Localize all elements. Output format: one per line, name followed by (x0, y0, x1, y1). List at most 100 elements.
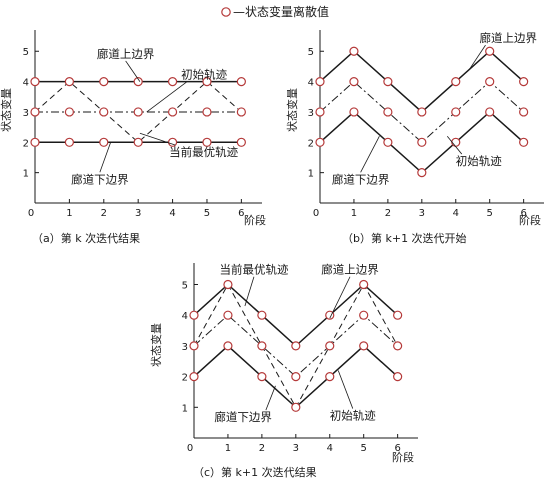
state-marker (485, 107, 495, 117)
series-line-initial (193, 314, 398, 378)
annotation-label: 廊道上边界 (97, 47, 155, 61)
x-axis-title: 阶段 (392, 450, 414, 464)
annotation-leader (146, 81, 188, 113)
state-marker (349, 46, 359, 56)
state-marker (236, 76, 246, 87)
y-tick-label: 1 (308, 169, 314, 180)
state-marker (417, 168, 427, 178)
y-axis-title: 状态变量 (285, 88, 299, 132)
state-marker (383, 76, 393, 87)
state-marker (64, 76, 74, 87)
state-marker (257, 310, 267, 320)
annotation-label: 廊道上边界 (480, 31, 538, 45)
x-tick-label: 5 (361, 443, 367, 454)
state-marker (349, 107, 359, 117)
annotation-leader (265, 385, 276, 411)
legend: —状态变量离散值 (221, 4, 329, 19)
state-marker (393, 371, 403, 382)
x-tick-label: 2 (101, 208, 107, 219)
x-tick-label: 0 (313, 208, 319, 219)
state-marker (133, 76, 143, 87)
y-tick-label: 5 (182, 280, 188, 291)
state-marker (315, 137, 325, 147)
y-tick-label: 4 (23, 78, 29, 89)
x-tick-label: 3 (419, 208, 425, 219)
annotation-label: 廊道上边界 (321, 263, 379, 277)
state-marker (202, 76, 212, 87)
y-axis-title: 状态变量 (149, 323, 163, 367)
state-marker (519, 76, 529, 87)
x-tick-label: 4 (169, 208, 175, 219)
annotation-leader (139, 132, 176, 146)
y-tick-label: 3 (23, 108, 29, 119)
state-marker (30, 76, 40, 87)
state-marker (325, 341, 335, 351)
series-line-current (34, 80, 242, 143)
state-marker (417, 137, 427, 147)
x-tick-label: 0 (187, 443, 193, 454)
state-marker (202, 107, 212, 117)
state-marker (189, 310, 199, 320)
series-line-initial (319, 80, 524, 143)
x-tick-label: 6 (238, 208, 244, 219)
annotation-leader (99, 142, 112, 173)
state-marker (30, 137, 40, 147)
state-marker (99, 137, 109, 147)
state-marker (349, 76, 359, 87)
state-marker (189, 371, 199, 382)
y-axis-title: 状态变量 (0, 88, 13, 132)
state-marker (359, 279, 369, 290)
x-axis-title: 阶段 (244, 213, 266, 227)
state-marker (167, 107, 178, 117)
annotation-leader (360, 136, 380, 173)
y-tick-label: 4 (182, 311, 188, 322)
state-marker (291, 371, 301, 382)
y-tick-label: 5 (308, 47, 314, 58)
state-marker (133, 107, 143, 117)
state-marker (359, 310, 369, 320)
state-marker (257, 341, 267, 351)
state-marker (315, 107, 325, 117)
annotation-label: 初始轨迹 (456, 154, 502, 168)
annotation-label: 廊道下边界 (214, 410, 272, 424)
state-marker (133, 137, 143, 147)
x-tick-label: 5 (204, 208, 210, 219)
y-tick-label: 1 (23, 169, 29, 180)
state-marker (291, 341, 301, 351)
state-marker (236, 137, 246, 147)
y-tick-label: 1 (182, 403, 188, 414)
state-marker (257, 371, 267, 382)
y-tick-label: 3 (182, 342, 188, 353)
annotation-label: 廊道下边界 (332, 172, 390, 186)
state-marker (189, 341, 199, 351)
annotation-leader (337, 370, 354, 409)
state-marker (325, 371, 335, 382)
annotation-label: 初始轨迹 (181, 68, 227, 82)
state-marker (393, 310, 403, 320)
state-marker (64, 107, 74, 117)
x-tick-label: 1 (225, 443, 231, 454)
state-marker (383, 107, 393, 117)
annotation-label: 初始轨迹 (330, 409, 376, 423)
annotation-leader (446, 135, 463, 155)
x-tick-label: 2 (385, 208, 391, 219)
x-tick-label: 3 (293, 443, 299, 454)
annotation-leader (244, 276, 255, 307)
state-marker (315, 76, 325, 87)
state-marker (223, 310, 233, 320)
state-marker (359, 341, 369, 351)
x-tick-label: 6 (520, 208, 526, 219)
annotation-label: 当前最优轨迹 (219, 263, 288, 277)
annotation-label: 当前最优轨迹 (169, 145, 238, 159)
legend-marker (221, 7, 231, 17)
state-marker (167, 76, 178, 87)
y-tick-label: 5 (23, 47, 29, 58)
state-marker (451, 76, 461, 87)
y-tick-label: 3 (308, 108, 314, 119)
x-tick-label: 1 (66, 208, 72, 219)
state-marker (485, 76, 495, 87)
